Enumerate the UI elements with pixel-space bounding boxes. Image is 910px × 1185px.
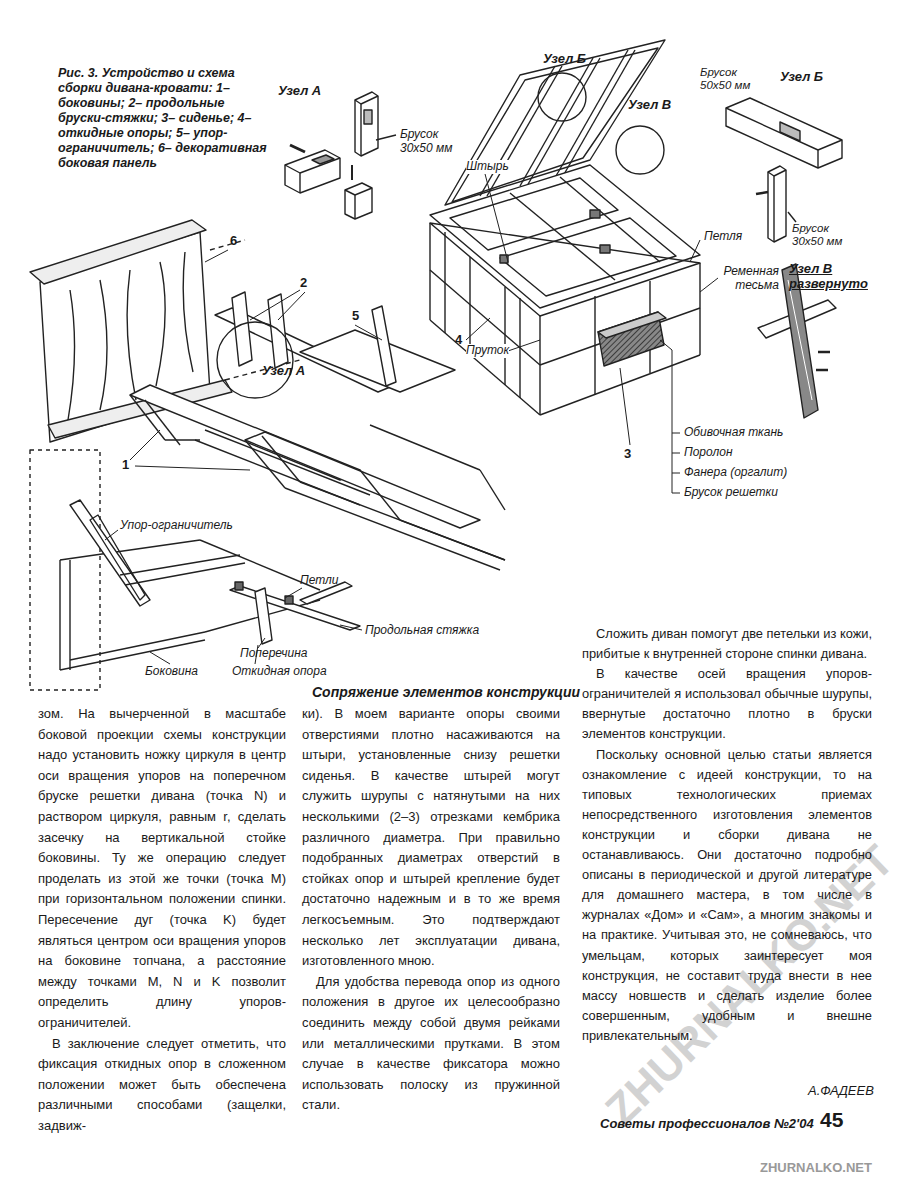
part-label: Брусок 50x50 мм: [700, 66, 770, 92]
part-label: Пруток: [466, 344, 509, 358]
part-label: Узел В развернуто: [789, 262, 874, 292]
part-label: Продольная стяжка: [365, 624, 479, 638]
part-label: Узел Б: [780, 70, 823, 85]
body-paragraph: В заключение следует отметить, что фикса…: [38, 1034, 286, 1137]
joint-assembly: [30, 450, 360, 690]
part-label: Обивочная ткань: [684, 426, 783, 440]
callout-number: 2: [300, 276, 307, 291]
part-label: Откидная опора: [232, 665, 327, 679]
callout-number: 5: [352, 309, 359, 324]
part-label: Брусок решетки: [684, 486, 778, 500]
figure-caption: Рис. 3. Устройство и схема сборки дивана…: [58, 66, 270, 171]
part-label: Узел В: [628, 98, 671, 113]
body-paragraph: зом. На вычерченной в масштабе боковой п…: [38, 704, 286, 1034]
part-label: Штырь: [466, 160, 509, 174]
watermark: ZHURNALKO.NET: [760, 1160, 872, 1175]
part-label: Ременная тесьма: [719, 265, 779, 293]
exploded-view: [30, 220, 505, 570]
callout-number: 1: [122, 458, 129, 473]
part-label: Боковина: [145, 665, 198, 679]
part-label: Петля: [704, 230, 742, 244]
part-label: Фанера (оргалит): [684, 466, 787, 480]
text-column: ки). В моем варианте опоры своими отверс…: [302, 704, 560, 1116]
callout-number: 6: [230, 234, 237, 249]
subcaption: Сопряжение элементов конструкции: [312, 684, 580, 700]
part-label: Узел А: [262, 364, 305, 379]
part-label: Брусок 30x50 мм: [400, 128, 470, 156]
joint-b-detail: [726, 98, 842, 242]
callout-number: 3: [624, 447, 631, 462]
body-paragraph: Сложить диван помогут две петельки из ко…: [582, 624, 872, 664]
part-label: Упор-ограничитель: [120, 519, 233, 533]
sofa-frame: [430, 40, 700, 415]
text-column: зом. На вычерченной в масштабе боковой п…: [38, 704, 286, 1136]
part-label: Поролон: [684, 446, 733, 460]
author: А.ФАДЕЕВ: [808, 1084, 874, 1099]
part-label: Поперечина: [240, 647, 307, 661]
part-label: Петли: [300, 574, 338, 588]
part-label: Узел Б: [543, 52, 586, 67]
part-label: Узел А: [278, 84, 321, 99]
body-paragraph: Для удобства перевода опор из одного пол…: [302, 972, 560, 1116]
body-paragraph: ки). В моем варианте опоры своими отверс…: [302, 704, 560, 972]
page-number: 45: [820, 1108, 843, 1132]
joint-a-detail: [285, 92, 396, 219]
text-column: Сложить диван помогут две петельки из ко…: [582, 624, 872, 1046]
part-label: Брусок 30x50 мм: [792, 222, 862, 248]
callout-number: 4: [455, 333, 462, 348]
body-paragraph: Поскольку основной целью статьи является…: [582, 745, 872, 1046]
magazine-footer: Советы профессионалов №2'04: [600, 1117, 814, 1132]
body-paragraph: В качестве осей вращения упоров-ограничи…: [582, 664, 872, 744]
